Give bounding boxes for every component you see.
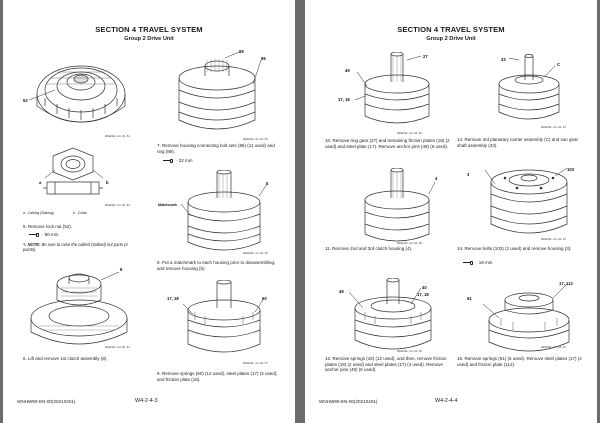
step-15-text: 15. Remove springs (61) (6 used). Remove… bbox=[457, 356, 582, 367]
callout-c: C bbox=[557, 62, 561, 67]
legend-text: Collar bbox=[77, 211, 87, 215]
illustration-housing-bolts bbox=[169, 50, 265, 136]
figure-code: W9AWIEC-04-02-56 bbox=[243, 252, 268, 255]
callout-49: 49 bbox=[339, 289, 344, 294]
step-10-text: 10. Remove ring gear (27) and remaining … bbox=[325, 138, 450, 149]
callout-103: 103 bbox=[567, 167, 574, 172]
callout-4: 4 bbox=[435, 176, 438, 181]
springs-61-drawing bbox=[482, 283, 570, 352]
section-title: SECTION 4 TRAVEL SYSTEM bbox=[95, 25, 203, 34]
note: ✎ NOTE: Be sure to raise the calked (sta… bbox=[23, 242, 141, 252]
callout-49: 49 bbox=[345, 68, 350, 73]
step-13-text: 13. Remove 3rd planetary carrier assembl… bbox=[457, 137, 579, 148]
footer-doc-id: WNHW90-EN-00(20210401) bbox=[17, 399, 76, 404]
callout-40: 40 bbox=[422, 285, 427, 290]
illustration-housing-matchmark bbox=[179, 170, 269, 256]
section-title: SECTION 4 TRAVEL SYSTEM bbox=[397, 25, 505, 34]
note-icon: ✎ bbox=[23, 242, 27, 247]
hub-drawing bbox=[28, 65, 126, 123]
clutch-drawing bbox=[30, 271, 128, 345]
illustration-housing-3 bbox=[481, 162, 577, 244]
right-page: SECTION 4 TRAVEL SYSTEM Group 2 Drive Un… bbox=[305, 0, 597, 423]
figure-code: W9AWIEC-04-02-63 bbox=[541, 346, 566, 349]
illustration-clutch-housing bbox=[355, 168, 439, 248]
figure-code: W9AWIEC-04-02-61 bbox=[541, 126, 566, 129]
illustration-springs-removal bbox=[345, 278, 441, 358]
illustration-nut-detail bbox=[33, 142, 113, 202]
figure-code: W9AWIEC-04-02-54 bbox=[105, 346, 130, 349]
nut-drawing bbox=[43, 147, 104, 195]
tool-size: · 80 mm bbox=[29, 232, 59, 237]
step-9-text: 9. Remove springs (60) (12 used), steel … bbox=[157, 371, 278, 382]
tool-size-text: · 80 mm bbox=[42, 232, 59, 237]
figure-code: W9AWIEC-04-02-57 bbox=[243, 362, 268, 365]
callout-33: 33 bbox=[501, 57, 506, 62]
left-page: SECTION 4 TRAVEL SYSTEM Group 2 Drive Un… bbox=[3, 0, 295, 423]
illustration-ring-gear bbox=[355, 52, 439, 132]
tool-size-text: · 19 mm bbox=[476, 260, 493, 265]
callout-3: 3 bbox=[467, 172, 470, 177]
group-title: Group 2 Drive Unit bbox=[426, 36, 476, 42]
callout-b: b bbox=[106, 180, 109, 185]
legend-a: a - Calking (Staking) bbox=[23, 211, 54, 215]
housing-matchmark-drawing bbox=[180, 170, 268, 251]
legend-text: Calking (Staking) bbox=[27, 211, 54, 215]
footer-page-number: W4-2-4-3 bbox=[135, 398, 158, 404]
step-5-text: 5. Remove lock nut (52). bbox=[23, 224, 73, 229]
step-14-text: 14. Remove bolts (103) (2 used) and remo… bbox=[457, 246, 572, 251]
figure-code: W9AWIEC-04-02-60 bbox=[397, 350, 422, 353]
legend-key: a - bbox=[23, 211, 27, 215]
wrench-icon bbox=[463, 260, 473, 265]
illustration-springs-61 bbox=[481, 278, 577, 358]
callout-27: 27 bbox=[423, 54, 428, 59]
callout-8: 8 bbox=[120, 267, 123, 272]
footer-page-number: W4-2-4-4 bbox=[435, 398, 458, 404]
callout-17-18: 17, 18 bbox=[417, 292, 429, 297]
tool-size: · 22 mm bbox=[163, 158, 193, 163]
step-12-text: 12. Remove springs (16) (12 used), and t… bbox=[325, 356, 447, 373]
springs-drawing bbox=[182, 280, 264, 353]
step-7-text: 7. Remove housing connecting bolt sets (… bbox=[157, 143, 275, 154]
illustration-lock-nut bbox=[17, 54, 135, 140]
figure-code: W9AWIEC-04-02-62 bbox=[541, 238, 566, 241]
housing-3-drawing bbox=[484, 167, 568, 234]
callout-86: 86 bbox=[261, 56, 266, 61]
group-title: Group 2 Drive Unit bbox=[124, 36, 174, 42]
step-8-text: 8. Put a matchmark to each housing prior… bbox=[157, 260, 276, 271]
clutch-housing-drawing bbox=[364, 168, 436, 242]
figure-code: W9AWIEC-04-02-55 bbox=[243, 138, 268, 141]
wrench-icon bbox=[163, 158, 173, 163]
housing-drawing bbox=[178, 51, 262, 130]
figure-code: W9AWIEC-04-02-58 bbox=[397, 132, 422, 135]
figure-code: W9AWIEC-04-02-59 bbox=[397, 242, 422, 245]
callout-17-18: 17, 18 bbox=[167, 296, 179, 301]
illustration-planetary-carrier bbox=[489, 54, 569, 126]
illustration-springs-plates bbox=[179, 280, 269, 358]
callout-52: 52 bbox=[23, 98, 28, 103]
figure-code: W9AWIEC-04-02-53 bbox=[105, 204, 130, 207]
callout-61: 61 bbox=[467, 296, 472, 301]
ring-gear-drawing bbox=[355, 52, 430, 124]
callout-5: 5 bbox=[266, 181, 269, 186]
illustration-clutch-assembly bbox=[21, 260, 139, 348]
callout-a: a bbox=[39, 180, 42, 185]
step-11-text: 11. Remove 2nd and 3rd clutch housing (4… bbox=[325, 246, 413, 251]
figure-code: W9AWIEC-04-02-52 bbox=[105, 135, 130, 138]
carrier-drawing bbox=[498, 54, 560, 120]
legend-key: b - bbox=[73, 211, 77, 215]
note-text: Be sure to raise the calked (staked) nut… bbox=[23, 242, 128, 252]
step-6-text: 6. Lift and remove 1st clutch assembly (… bbox=[23, 356, 108, 361]
legend-b: b - Collar bbox=[73, 211, 87, 215]
callout-matchmark: Matchmark bbox=[158, 203, 177, 207]
tool-size: · 19 mm bbox=[463, 260, 493, 265]
callout-89: 89 bbox=[239, 49, 244, 54]
callout-17-18: 17, 18 bbox=[338, 97, 350, 102]
wrench-icon bbox=[29, 232, 39, 237]
footer-doc-id: WNHW90-EN-00(20210401) bbox=[319, 399, 378, 404]
callout-17-113: 17, 113 bbox=[559, 281, 573, 286]
springs-removal-drawing bbox=[348, 278, 432, 350]
note-label: NOTE: bbox=[27, 242, 41, 247]
callout-60: 60 bbox=[262, 296, 267, 301]
tool-size-text: · 22 mm bbox=[176, 158, 193, 163]
